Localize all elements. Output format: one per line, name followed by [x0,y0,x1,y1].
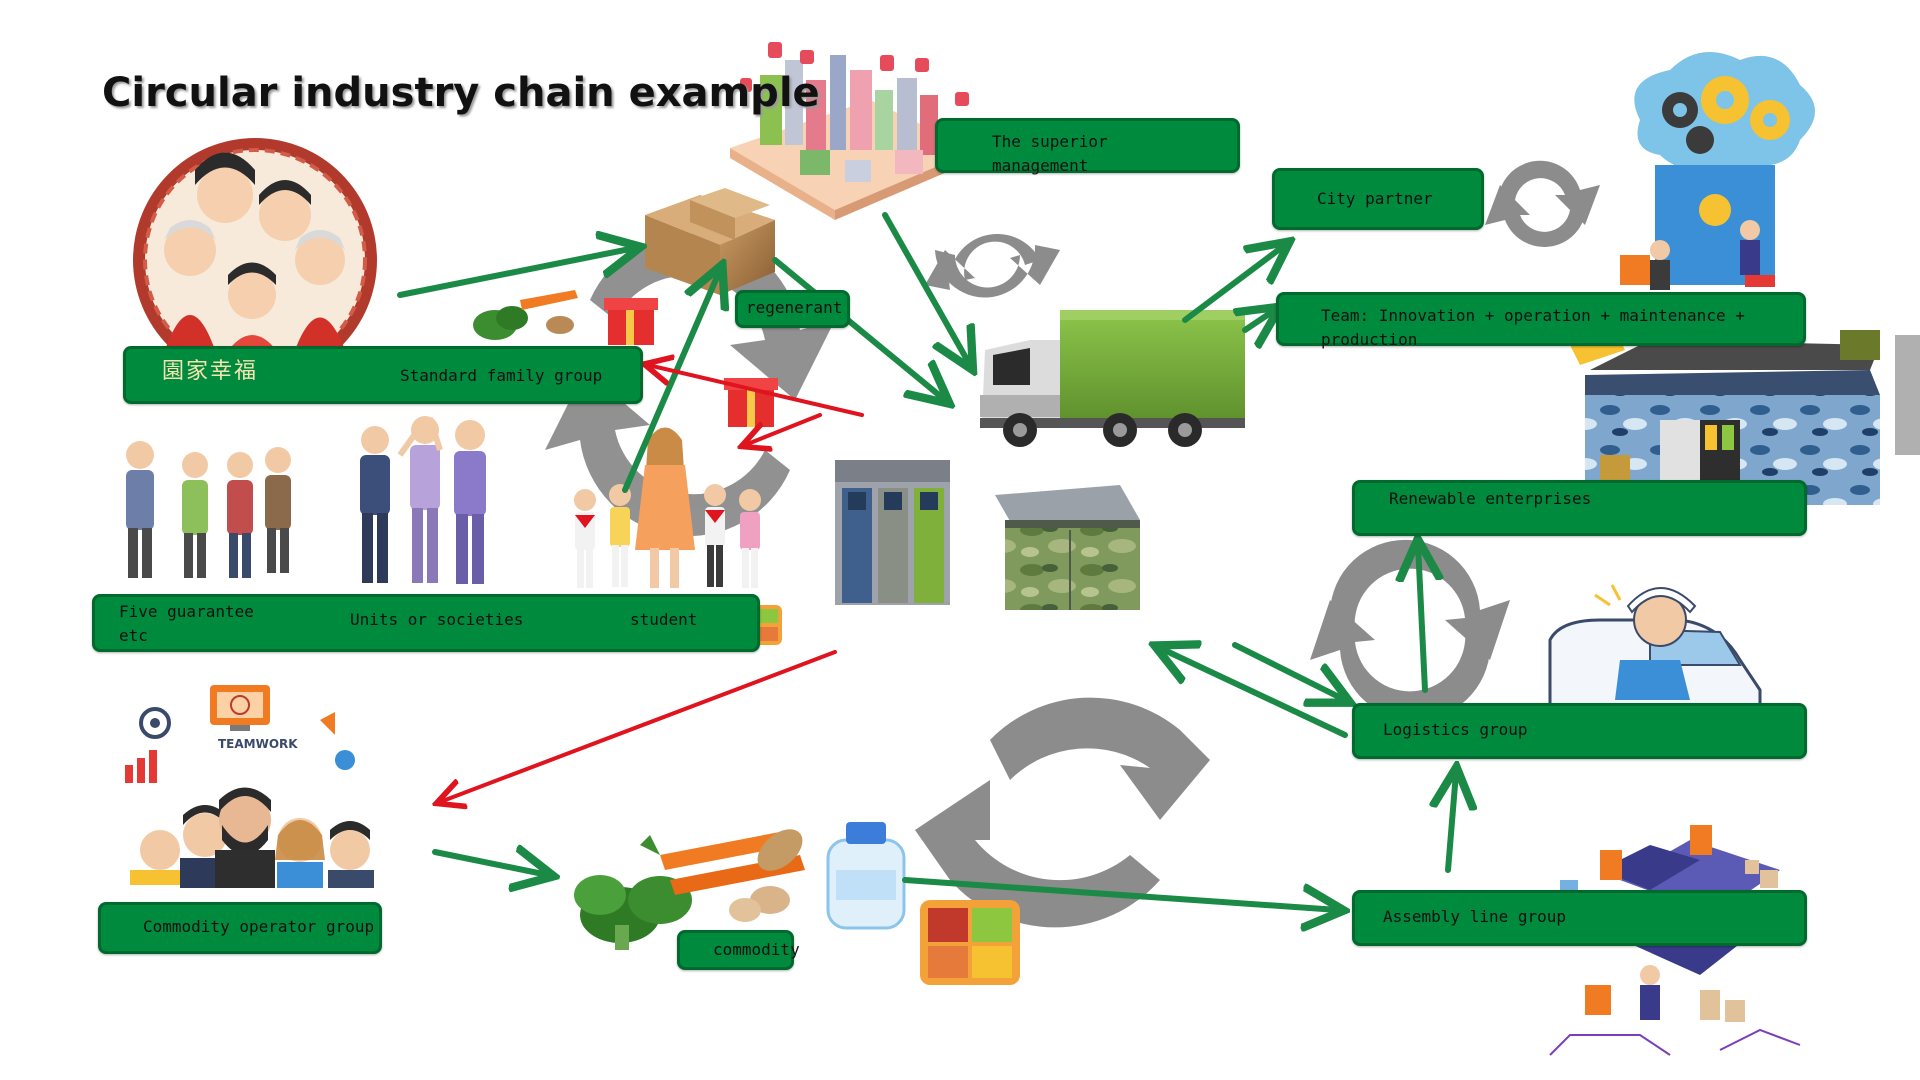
gears-brain-icon [1620,52,1815,290]
label-superior-management-text: The superior management [992,132,1118,175]
recycle-icon-right [1310,539,1510,721]
recycling-bins-icon [835,460,950,605]
label-commodity-operator-text: Commodity operator group [143,917,375,936]
elderly-group-icon [126,441,291,578]
recycle-icon-city [1485,160,1600,247]
bento-box-icon [920,900,1020,985]
label-assembly-line-group: Assembly line group [1352,890,1807,946]
arrow-bins-to-family [648,365,864,417]
arrow-gift-feedback [745,413,822,445]
garbage-truck-icon [980,310,1245,447]
cardboard-boxes-icon [645,188,775,295]
units-group-icon [360,416,486,584]
arrow-operator-to-commodity [432,852,548,875]
recycle-icon-bottom [915,697,1210,928]
arrow-bins-to-operator [440,650,837,802]
arrow-commodity-to-assembly [902,877,1338,910]
label-regenerant-text: regenerant [746,298,843,317]
arrow-management-to-truck [882,212,970,365]
label-standard-family-text: Standard family group [400,366,603,385]
arrow-assembly-to-logistics [1448,773,1456,873]
arrow-bins-to-logistics [1232,642,1345,700]
label-commodity: commodity [677,930,800,970]
camouflage-bin-icon [995,485,1140,610]
label-units-text: Units or societies [350,610,524,629]
page-title: Circular industry chain example [102,70,820,116]
arrow-regenerant-to-truck [772,257,945,400]
flow-arrows-red [440,365,864,802]
label-commodity-operator: Commodity operator group [98,902,382,954]
teamwork-infographic-icon [125,685,374,888]
label-logistics-group: Logistics group [1352,703,1807,759]
label-student-text: student [630,610,698,629]
label-superior-management: The superior management [935,118,1240,175]
label-community-groups: Five guarantee etc Units or societies st… [92,594,760,652]
label-family-banner-text: 園家幸福 [162,359,259,384]
label-standard-family: 園家幸福 Standard family group [123,346,643,404]
label-renewable-text: Renewable enterprises [1389,489,1592,508]
teamwork-caption: TEAMWORK [218,737,298,751]
recycling-station-icon [1570,330,1920,505]
label-logistics-text: Logistics group [1383,720,1528,739]
label-commodity-text: commodity [713,940,800,959]
arrow-truck-to-team [1245,310,1275,330]
label-five-guarantee-text: Five guarantee etc [119,602,264,645]
vegetables-icon-small [473,290,578,340]
label-city-partner: City partner [1272,168,1484,230]
label-renewable-enterprises: Renewable enterprises [1352,480,1807,536]
recycle-icon-top [925,233,1060,298]
arrow-family-to-regenerant [397,248,635,298]
label-regenerant: regenerant [735,290,850,328]
water-bottle-icon [826,822,906,930]
label-city-partner-text: City partner [1317,189,1433,208]
label-assembly-text: Assembly line group [1383,907,1567,926]
arrow-truck-to-city-partner [1182,245,1285,323]
label-team-text: Team: Innovation + operation + maintenan… [1321,306,1755,349]
label-team: Team: Innovation + operation + maintenan… [1276,292,1806,349]
arrow-logistics-to-bins [1160,648,1348,738]
arrow-logistics-to-renewable [1418,545,1425,693]
student-group-icon [574,427,761,588]
